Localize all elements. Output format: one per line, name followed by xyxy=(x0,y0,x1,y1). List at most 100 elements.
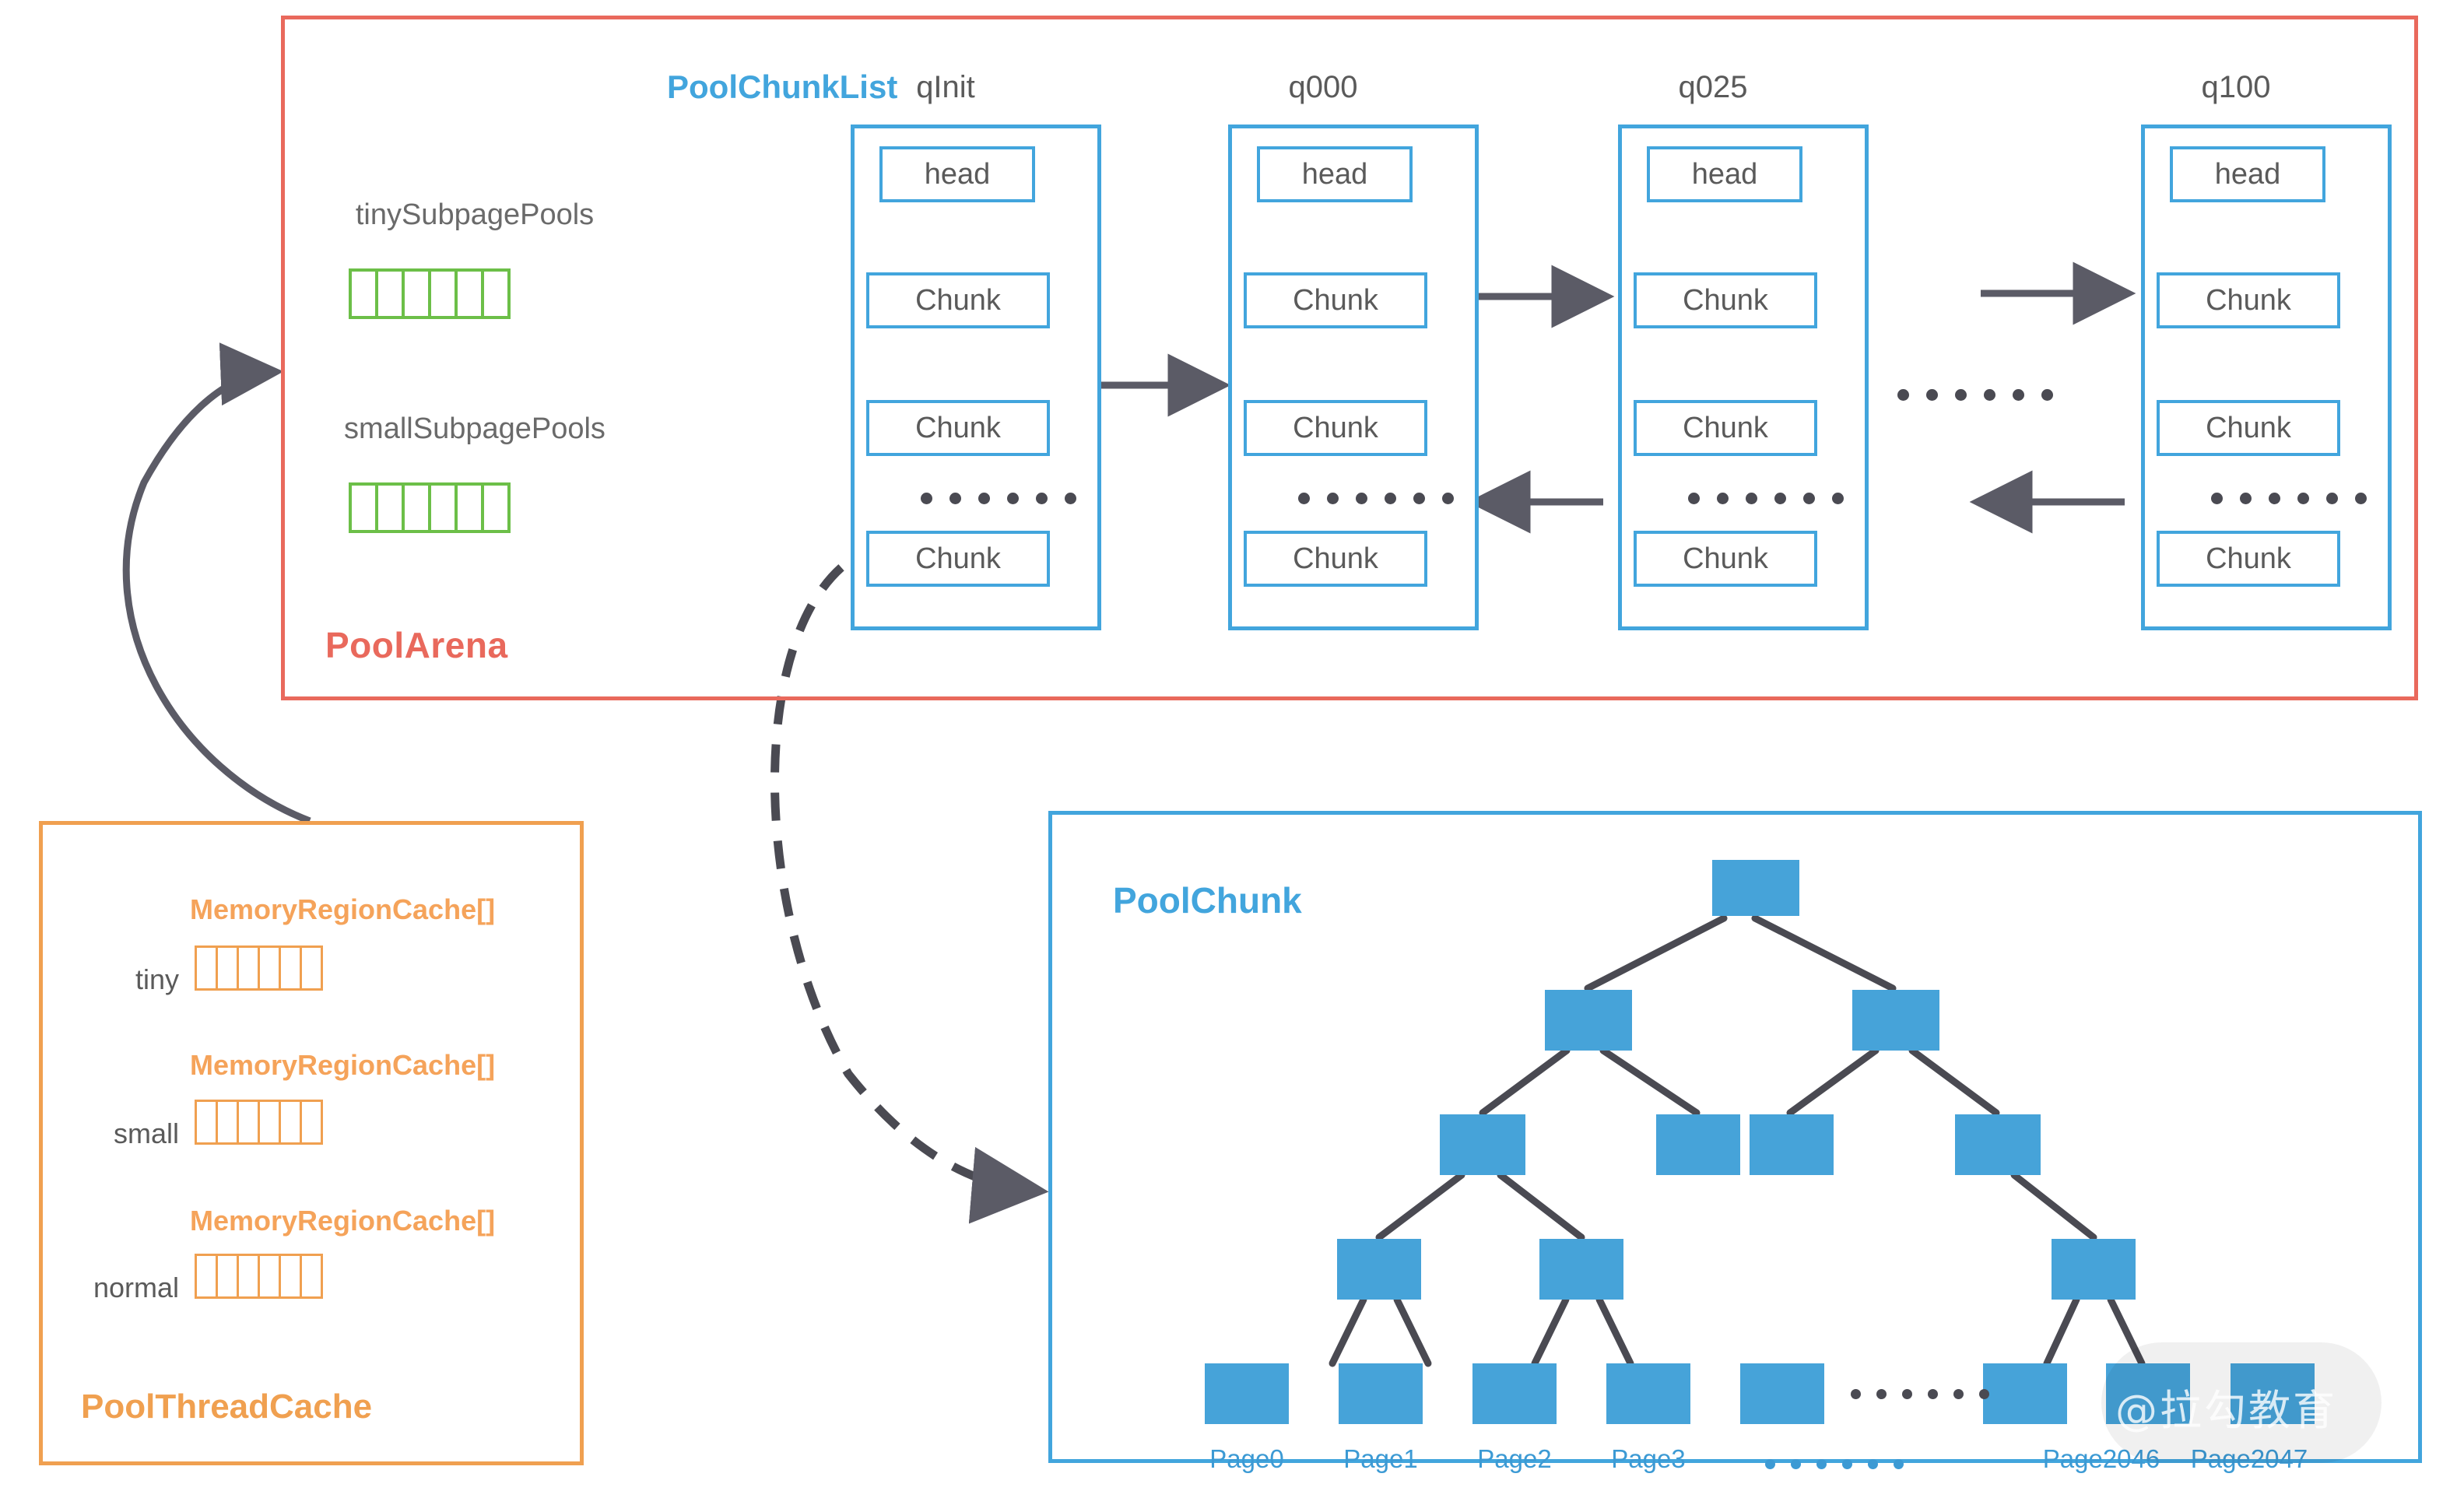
q025-chunk-node-tail[interactable]: Chunk xyxy=(1634,531,1817,587)
array-cell xyxy=(197,1102,218,1142)
array-cell xyxy=(218,1102,239,1142)
array-cell xyxy=(378,272,405,316)
tier-label-tiny: tiny xyxy=(135,963,179,995)
q000-ellipsis xyxy=(1298,493,1454,504)
pool-arena-box xyxy=(281,16,2418,700)
chunk-to-poolchunk-connector xyxy=(770,540,1049,1224)
watermark-backdrop xyxy=(2101,1342,2382,1463)
tree-leaf-page0[interactable] xyxy=(1205,1363,1289,1424)
memory-region-cache-label-tiny: MemoryRegionCache[] xyxy=(190,893,496,925)
memory-region-cache-array-tiny xyxy=(195,945,323,991)
memory-region-cache-label-small: MemoryRegionCache[] xyxy=(190,1049,496,1081)
array-cell xyxy=(405,272,431,316)
small-subpage-pools-array xyxy=(349,482,511,533)
q100-ellipsis xyxy=(2211,493,2367,504)
array-cell xyxy=(458,272,484,316)
q000-chunk-node-tail[interactable]: Chunk xyxy=(1244,531,1427,587)
page-label-2046: Page2046 xyxy=(2042,1444,2160,1473)
watermark-text: @拉勾教育 xyxy=(2115,1386,2337,1435)
tree-leaf-ellipsis xyxy=(1851,1389,1989,1399)
tree-node-l3-c[interactable] xyxy=(2052,1239,2136,1300)
page-label-0: Page0 xyxy=(1209,1444,1284,1473)
tree-leaf-page3[interactable] xyxy=(1606,1363,1690,1424)
tree-node-root[interactable] xyxy=(1712,860,1799,916)
tree-node-l2-b[interactable] xyxy=(1656,1114,1740,1175)
q100-chunk-node-tail[interactable]: Chunk xyxy=(2157,531,2340,587)
tree-leaf-page2[interactable] xyxy=(1472,1363,1557,1424)
array-cell xyxy=(302,1256,321,1296)
qinit-chunk-node-2[interactable]: Chunk xyxy=(866,400,1050,456)
tree-node-l2-a[interactable] xyxy=(1440,1114,1525,1175)
page-label-ellipsis xyxy=(1765,1459,1904,1469)
qinit-head-node[interactable]: head xyxy=(879,146,1035,202)
page-label-2: Page2 xyxy=(1477,1444,1552,1473)
pool-thread-cache-box xyxy=(39,821,584,1465)
q100-chunk-node-2[interactable]: Chunk xyxy=(2157,400,2340,456)
qinit-chunk-node-1[interactable]: Chunk xyxy=(866,272,1050,328)
array-cell xyxy=(302,1102,321,1142)
array-cell xyxy=(260,1102,281,1142)
array-cell xyxy=(197,948,218,988)
memory-region-cache-array-normal xyxy=(195,1254,323,1299)
qinit-ellipsis xyxy=(921,493,1076,504)
q000-chunk-node-2[interactable]: Chunk xyxy=(1244,400,1427,456)
array-cell xyxy=(405,486,431,530)
column-title-qinit: qInit xyxy=(916,70,975,104)
array-cell xyxy=(197,1256,218,1296)
page-label-3: Page3 xyxy=(1611,1444,1686,1473)
pool-thread-cache-title: PoolThreadCache xyxy=(81,1388,373,1426)
array-cell xyxy=(239,948,260,988)
tree-leaf-page2047[interactable] xyxy=(2231,1363,2315,1424)
q100-head-node[interactable]: head xyxy=(2170,146,2325,202)
array-cell xyxy=(431,272,458,316)
column-title-q000: q000 xyxy=(1288,70,1358,104)
qinit-chunk-node-tail[interactable]: Chunk xyxy=(866,531,1050,587)
tree-leaf-extra[interactable] xyxy=(1740,1363,1824,1424)
array-cell xyxy=(484,486,507,530)
array-cell xyxy=(260,1256,281,1296)
tree-node-l2-d[interactable] xyxy=(1955,1114,2041,1175)
tree-leaf-page2046[interactable] xyxy=(2106,1363,2190,1424)
q100-chunk-node-1[interactable]: Chunk xyxy=(2157,272,2340,328)
tree-leaf-page1[interactable] xyxy=(1339,1363,1423,1424)
page-label-2047: Page2047 xyxy=(2190,1444,2308,1473)
tiny-subpage-pools-label: tinySubpagePools xyxy=(355,198,595,231)
memory-region-cache-array-small xyxy=(195,1100,323,1145)
column-title-q100: q100 xyxy=(2201,70,2271,104)
pool-chunk-title: PoolChunk xyxy=(1113,880,1302,921)
memory-region-cache-label-normal: MemoryRegionCache[] xyxy=(190,1205,496,1237)
q025-ellipsis xyxy=(1688,493,1844,504)
tiny-subpage-pools-array xyxy=(349,268,511,319)
array-cell xyxy=(281,948,302,988)
q000-head-node[interactable]: head xyxy=(1257,146,1413,202)
small-subpage-pools-label: smallSubpagePools xyxy=(344,412,605,445)
array-cell xyxy=(260,948,281,988)
tier-label-small: small xyxy=(113,1117,179,1149)
array-cell xyxy=(484,272,507,316)
pool-chunk-box xyxy=(1048,811,2422,1463)
array-cell xyxy=(239,1256,260,1296)
array-cell xyxy=(352,272,378,316)
array-cell xyxy=(218,948,239,988)
tree-node-l3-b[interactable] xyxy=(1539,1239,1623,1300)
page-label-1: Page1 xyxy=(1343,1444,1418,1473)
q025-head-node[interactable]: head xyxy=(1647,146,1802,202)
tree-node-l2-c[interactable] xyxy=(1750,1114,1834,1175)
array-cell xyxy=(302,948,321,988)
q025-chunk-node-1[interactable]: Chunk xyxy=(1634,272,1817,328)
columns-ellipsis xyxy=(1897,389,2053,401)
array-cell xyxy=(431,486,458,530)
pool-chunk-list-label: PoolChunkList xyxy=(667,68,898,105)
q000-chunk-node-1[interactable]: Chunk xyxy=(1244,272,1427,328)
tree-node-l3-a[interactable] xyxy=(1337,1239,1421,1300)
column-title-q025: q025 xyxy=(1678,70,1748,104)
threadcache-to-arena-connector xyxy=(122,342,311,825)
pool-arena-title: PoolArena xyxy=(325,625,508,665)
tree-leaf-pre-2046[interactable] xyxy=(1983,1363,2067,1424)
q025-chunk-node-2[interactable]: Chunk xyxy=(1634,400,1817,456)
tree-node-l1-left[interactable] xyxy=(1545,990,1632,1051)
tree-node-l1-right[interactable] xyxy=(1852,990,1939,1051)
array-cell xyxy=(218,1256,239,1296)
array-cell xyxy=(378,486,405,530)
